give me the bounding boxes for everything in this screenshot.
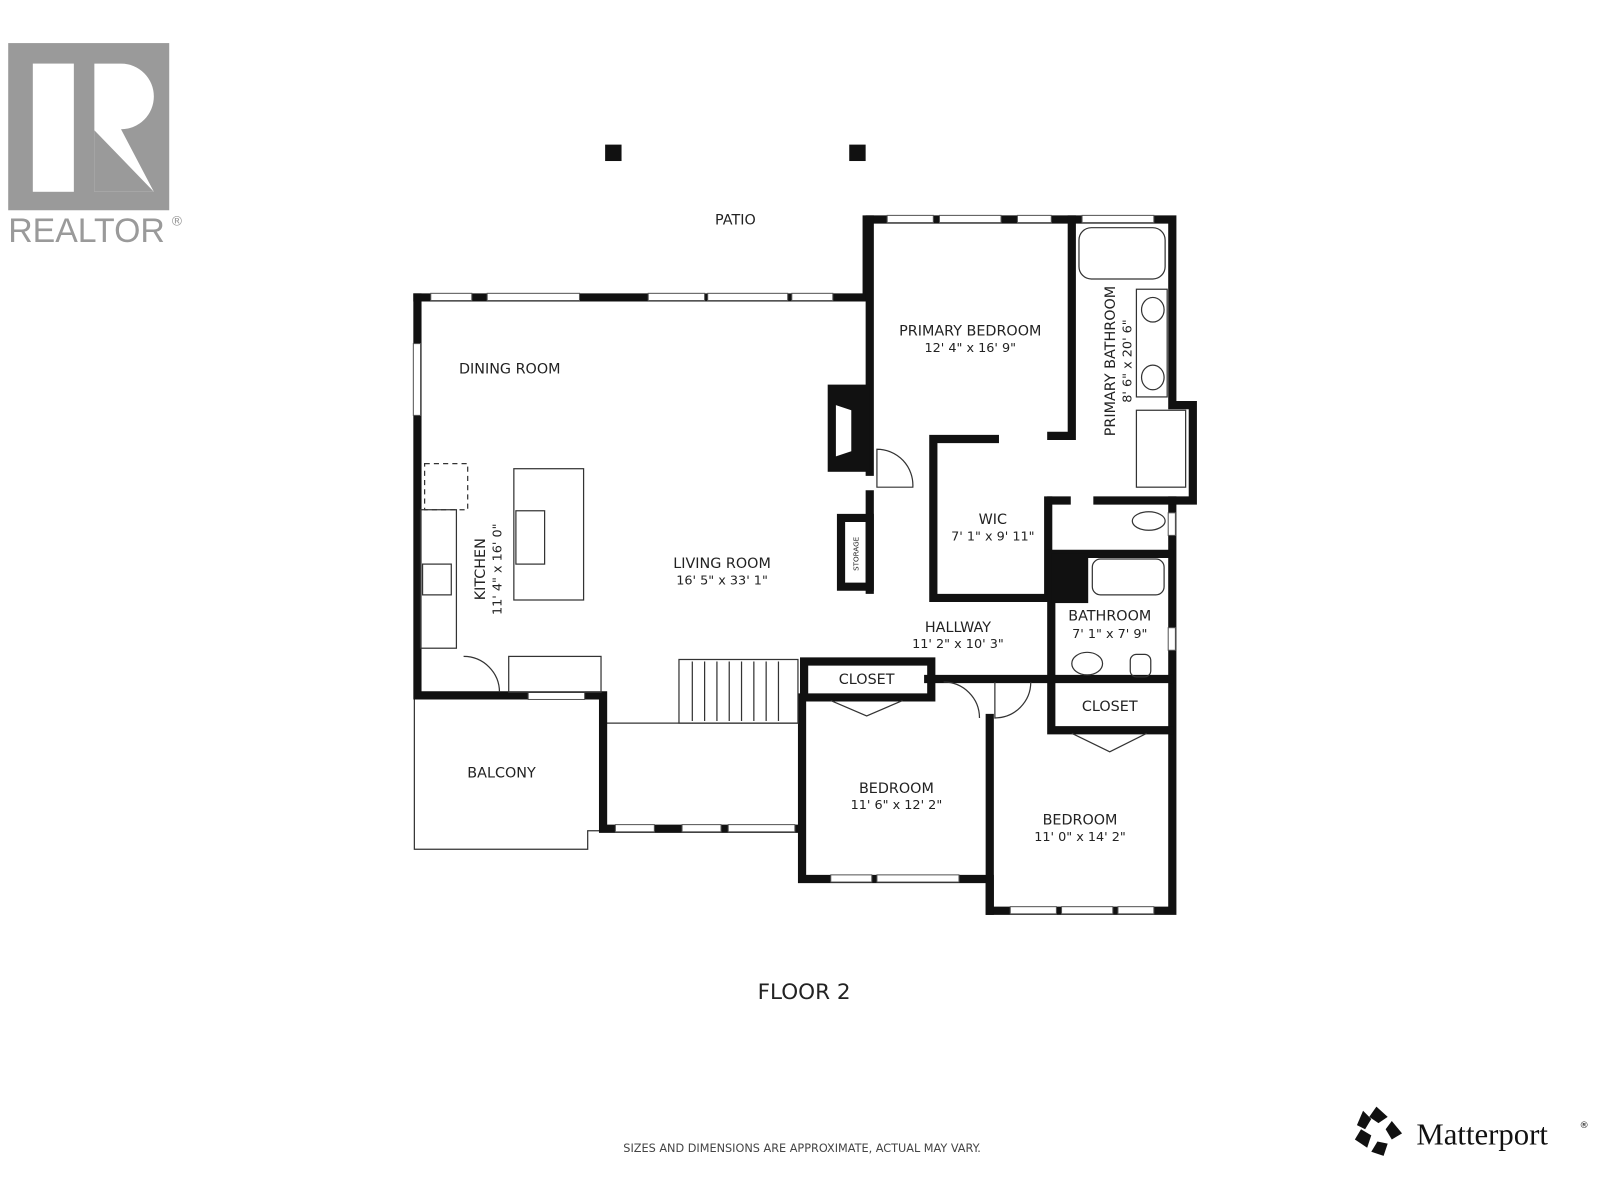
deck-outline [605, 722, 798, 828]
windows [412, 214, 1176, 915]
room-bedroom-left-dim: 11' 6" x 12' 2" [851, 798, 943, 813]
wall-block [1051, 553, 1089, 604]
room-balcony: BALCONY [467, 765, 536, 781]
room-storage: STORAGE [851, 536, 860, 571]
walls [413, 215, 1197, 915]
room-primary-bedroom: PRIMARY BEDROOM [899, 323, 1041, 339]
room-bedroom-left: BEDROOM [859, 781, 934, 797]
svg-text:®: ® [170, 215, 183, 230]
room-closet-left: CLOSET [839, 672, 895, 688]
room-kitchen-dim: 11' 4" x 16' 0" [491, 523, 506, 615]
room-dining: DINING ROOM [459, 361, 561, 377]
realtor-logo: REALTOR ® [8, 43, 184, 250]
room-kitchen: KITCHEN [473, 538, 489, 600]
matterport-logo: Matterport ® [1354, 1106, 1589, 1156]
patio-post [605, 144, 622, 162]
room-hallway: HALLWAY [925, 620, 991, 636]
room-primary-bathroom-dim: 8' 6" x 20' 6" [1120, 319, 1135, 402]
room-wic: WIC [979, 512, 1007, 528]
room-bathroom: BATHROOM [1068, 609, 1151, 625]
room-primary-bedroom-dim: 12' 4" x 16' 9" [924, 341, 1016, 356]
balcony-outline [413, 699, 604, 850]
room-hallway-dim: 11' 2" x 10' 3" [912, 637, 1004, 652]
matterport-logo-text: Matterport [1416, 1118, 1548, 1152]
room-bedroom-right: BEDROOM [1043, 813, 1118, 829]
room-wic-dim: 7' 1" x 9' 11" [951, 530, 1034, 545]
disclaimer: SIZES AND DIMENSIONS ARE APPROXIMATE, AC… [623, 1142, 981, 1155]
patio-post [849, 144, 866, 162]
room-living: LIVING ROOM [673, 556, 771, 572]
room-living-dim: 16' 5" x 33' 1" [676, 574, 768, 589]
room-primary-bathroom: PRIMARY BATHROOM [1103, 286, 1119, 436]
floor-title: FLOOR 2 [758, 980, 851, 1005]
fixtures [419, 227, 1187, 753]
svg-text:®: ® [1579, 1120, 1588, 1131]
room-patio: PATIO [715, 213, 756, 229]
room-bedroom-right-dim: 11' 0" x 14' 2" [1034, 830, 1126, 845]
room-closet-right: CLOSET [1082, 699, 1138, 715]
room-bathroom-dim: 7' 1" x 7' 9" [1072, 627, 1147, 642]
realtor-logo-text: REALTOR [8, 212, 165, 250]
